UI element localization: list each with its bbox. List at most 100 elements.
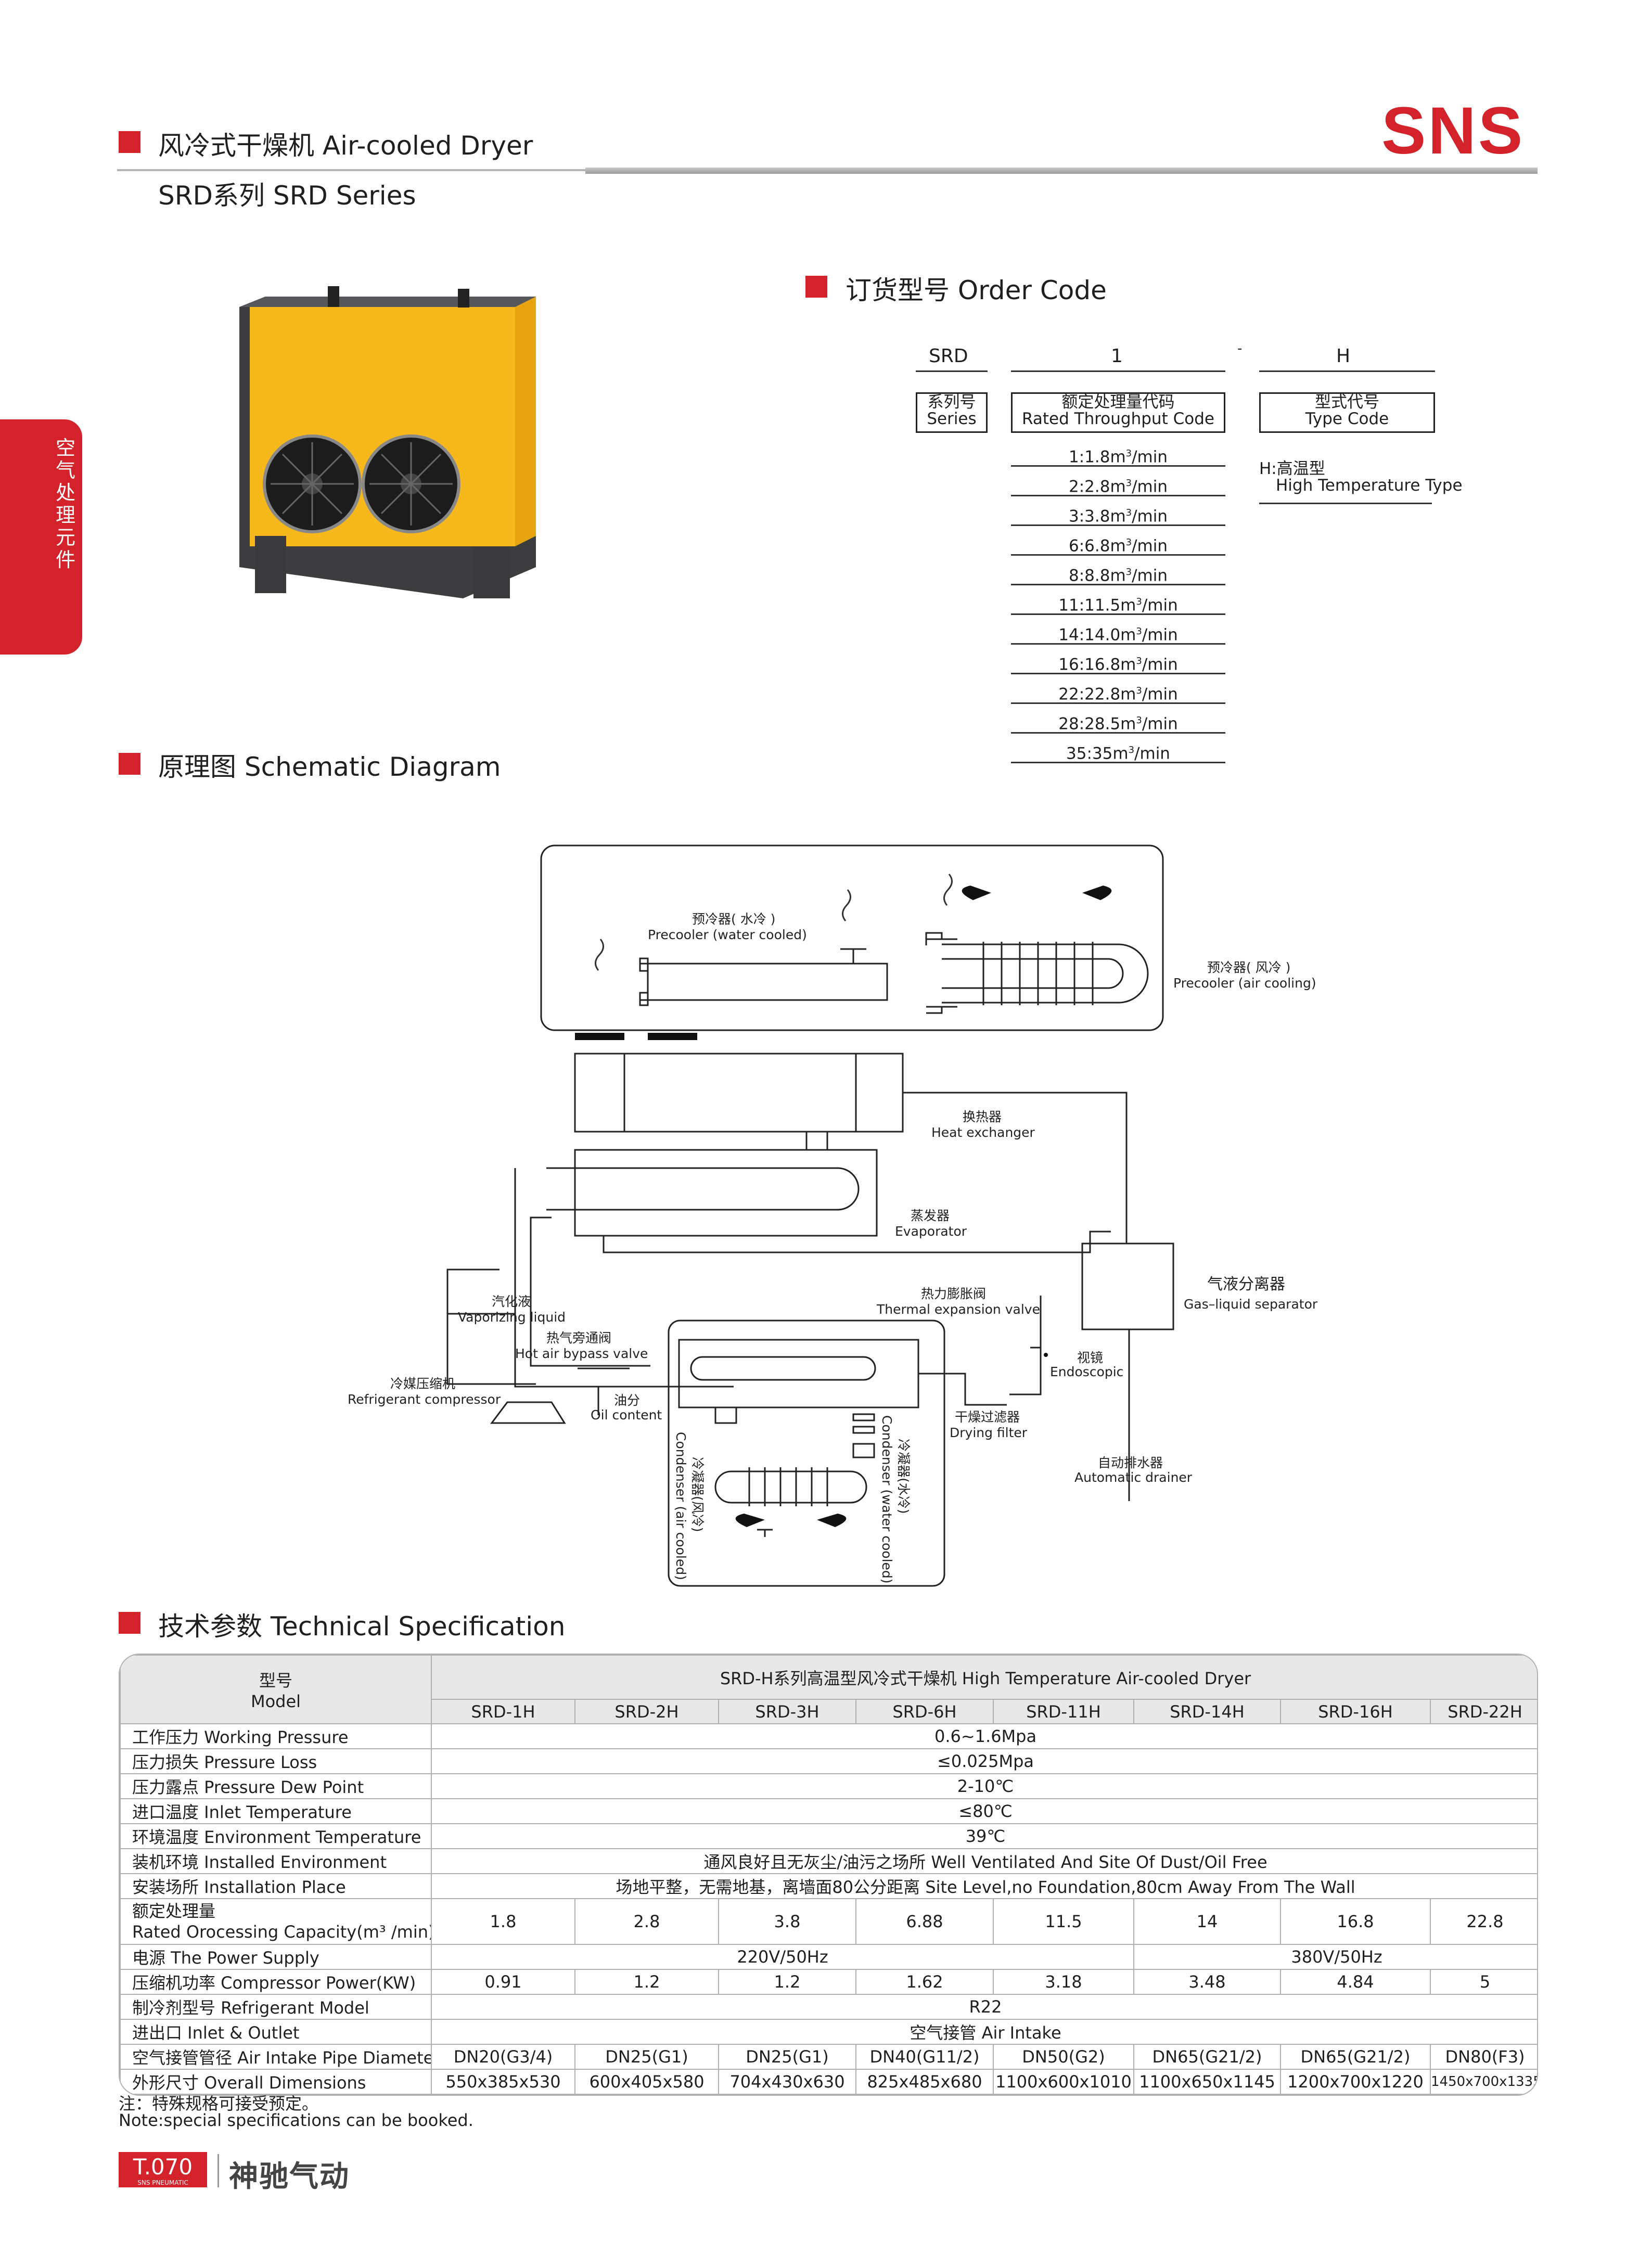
table-row: 进口温度 Inlet Temperature ≤80℃: [120, 1798, 1537, 1824]
table-row: 压缩机功率 Compressor Power(KW) 0.91 1.2 1.2 …: [120, 1969, 1537, 1995]
label-compressor-en: Refrigerant compressor: [348, 1392, 501, 1407]
table-row: 环境温度 Environment Temperature 39℃: [120, 1823, 1537, 1849]
dryer-product-image: [239, 286, 536, 598]
label-vaporizing-cn: 汽化液: [492, 1294, 531, 1309]
brand-logo: SNS: [1381, 94, 1525, 168]
label-precooler-water-cn: 预冷器( 水冷 ): [692, 912, 775, 927]
order-code-underline-series: [916, 370, 988, 372]
side-tab: 空气处理元件 Air Source Treatment: [0, 419, 82, 830]
throughput-item: 1:1.8m3/min: [1011, 437, 1225, 467]
label-thermal-valve-en: Thermal expansion valve: [876, 1302, 1040, 1317]
order-code-underline-throughput: [1011, 370, 1225, 372]
label-compressor-cn: 冷媒压缩机: [390, 1376, 455, 1391]
label-condenser-air: 冷凝器(风冷): [690, 1457, 705, 1532]
page-number: T.070: [133, 2154, 193, 2180]
table-row: 安装场所 Installation Place 场地平整，无需地基，离墙面80公…: [120, 1873, 1537, 1899]
label-precooler-air-cn: 预冷器( 风冷 ): [1207, 960, 1290, 975]
label-thermal-valve-cn: 热力膨胀阀: [921, 1286, 986, 1301]
label-oil-en: Oil content: [591, 1407, 662, 1423]
order-code-underline-type: [1259, 370, 1435, 372]
table-row: 外形尺寸 Overall Dimensions 550x385x530 600x…: [120, 2069, 1537, 2095]
table-row: 电源 The Power Supply 220V/50Hz 380V/50Hz: [120, 1944, 1537, 1970]
page-number-badge: T.070 SNS PNEUMATIC: [119, 2152, 207, 2187]
order-code-dash: -: [1237, 341, 1243, 356]
order-code-marker: [805, 276, 827, 298]
model-col: SRD-16H: [1280, 1699, 1431, 1724]
label-evaporator-cn: 蒸发器: [911, 1208, 950, 1223]
model-col: SRD-1H: [431, 1699, 575, 1724]
page-title: 风冷式干燥机 Air-cooled Dryer: [158, 131, 533, 161]
label-condenser-water: 冷凝器(水冷): [896, 1439, 911, 1514]
label-separator-cn: 气液分离器: [1207, 1275, 1285, 1293]
label-precooler-air-en: Precooler (air cooling): [1173, 976, 1316, 991]
label-separator-en: Gas–liquid separator: [1184, 1297, 1318, 1312]
note-en: Note:special specifications can be booke…: [119, 2110, 473, 2130]
model-col: SRD-2H: [574, 1699, 719, 1724]
title-marker: [119, 131, 140, 153]
label-oil-cn: 油分: [614, 1393, 640, 1408]
label-condenser-air-en: Condenser (air cooled): [673, 1432, 688, 1580]
throughput-item: 35:35m3/min: [1011, 734, 1225, 763]
note-cn: 注：特殊规格可接受预定。: [119, 2094, 319, 2113]
order-code-type: H: [1336, 345, 1351, 367]
series-title: SRD系列 SRD Series: [158, 181, 416, 211]
table-row: 进出口 Inlet & Outlet 空气接管 Air Intake: [120, 2019, 1537, 2045]
side-tab-cn: 空气处理元件: [55, 437, 75, 571]
label-condenser-water-en: Condenser (water cooled): [879, 1415, 894, 1584]
type-h-label-en: High Temperature Type: [1276, 476, 1463, 495]
table-row: 工作压力 Working Pressure 0.6~1.6Mpa: [120, 1723, 1537, 1749]
label-evaporator-en: Evaporator: [895, 1224, 967, 1239]
footer-divider: [217, 2154, 219, 2187]
throughput-item: 11:11.5m3/min: [1011, 585, 1225, 615]
model-col: SRD-3H: [718, 1699, 856, 1724]
label-drainer-en: Automatic drainer: [1074, 1470, 1193, 1485]
order-code-heading: 订货型号 Order Code: [846, 275, 1107, 305]
throughput-item: 6:6.8m3/min: [1011, 526, 1225, 556]
spec-heading: 技术参数 Technical Specification: [158, 1611, 566, 1642]
model-col: SRD-22H: [1429, 1699, 1537, 1724]
schematic-heading: 原理图 Schematic Diagram: [158, 752, 501, 782]
label-drainer-cn: 自动排水器: [1098, 1455, 1163, 1470]
order-code-series: SRD: [929, 345, 968, 367]
model-col: SRD-11H: [993, 1699, 1134, 1724]
throughput-item: 3:3.8m3/min: [1011, 496, 1225, 526]
throughput-item: 22:22.8m3/min: [1011, 674, 1225, 704]
throughput-item: 28:28.5m3/min: [1011, 704, 1225, 734]
table-row: 制冷剂型号 Refrigerant Model R22: [120, 1994, 1537, 2020]
throughput-item: 14:14.0m3/min: [1011, 615, 1225, 645]
header-rule: [117, 168, 1538, 174]
type-h-label: H:高温型: [1259, 459, 1325, 478]
label-precooler-water-en: Precooler (water cooled): [648, 927, 807, 942]
model-col: SRD-14H: [1133, 1699, 1281, 1724]
model-col: SRD-6H: [855, 1699, 994, 1724]
label-heat-exchanger-cn: 换热器: [963, 1109, 1002, 1124]
label-drying-cn: 干燥过滤器: [955, 1410, 1020, 1425]
throughput-item: 8:8.8m3/min: [1011, 556, 1225, 585]
group-title: SRD-H系列高温型风冷式干燥机 High Temperature Air-co…: [430, 1655, 1537, 1700]
schematic-marker: [119, 753, 140, 775]
label-heat-exchanger-en: Heat exchanger: [931, 1125, 1035, 1140]
order-code-throughput: 1: [1111, 345, 1123, 367]
page-number-sub: SNS PNEUMATIC: [137, 2179, 188, 2186]
table-row: 空气接管管径 Air Intake Pipe Diameter DN20(G3/…: [120, 2044, 1537, 2070]
throughput-item: 2:2.8m3/min: [1011, 467, 1225, 496]
type-h-underline: [1259, 503, 1432, 504]
throughput-item: 16:16.8m3/min: [1011, 645, 1225, 674]
table-row: 装机环境 Installed Environment 通风良好且无灰尘/油污之场…: [120, 1848, 1537, 1874]
label-endoscopic-cn: 视镜: [1077, 1350, 1103, 1365]
schematic-diagram: 预冷器( 水冷 ) Precooler (water cooled) 预冷器( …: [348, 844, 1318, 1587]
table-row: 压力损失 Pressure Loss ≤0.025Mpa: [120, 1748, 1537, 1774]
label-drying-en: Drying filter: [950, 1425, 1028, 1440]
table-row: 压力露点 Pressure Dew Point 2-10℃: [120, 1773, 1537, 1799]
footer-brand: 神驰气动: [229, 2160, 350, 2194]
label-vaporizing-en: Vaporizing liquid: [458, 1310, 566, 1325]
spec-marker: [119, 1612, 140, 1634]
label-bypass-cn: 热气旁通阀: [546, 1330, 611, 1346]
label-endoscopic-en: Endoscopic: [1050, 1364, 1123, 1379]
